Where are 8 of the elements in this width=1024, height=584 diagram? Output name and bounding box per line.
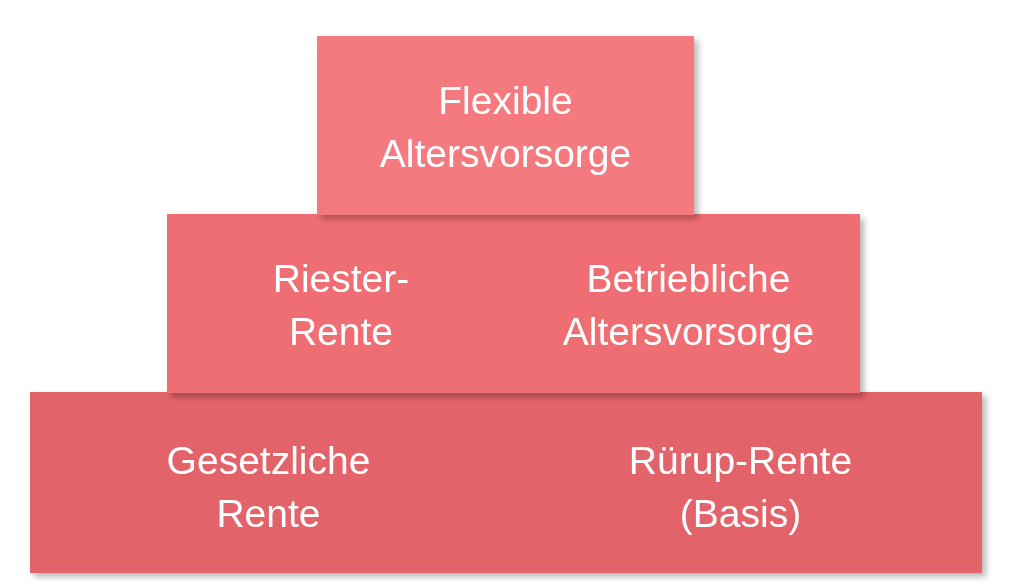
pyramid-tier: [167, 214, 860, 393]
tier-label: Gesetzliche Rente: [166, 438, 371, 537]
tier-label: Riester- Rente: [272, 256, 410, 355]
pyramid-tier: [317, 36, 694, 215]
tier-label: Betriebliche Altersvorsorge: [562, 256, 815, 355]
tier-label: Rürup-Rente (Basis): [628, 438, 853, 537]
tier-label: Flexible Altersvorsorge: [379, 78, 632, 177]
pyramid-tier: [30, 392, 982, 573]
